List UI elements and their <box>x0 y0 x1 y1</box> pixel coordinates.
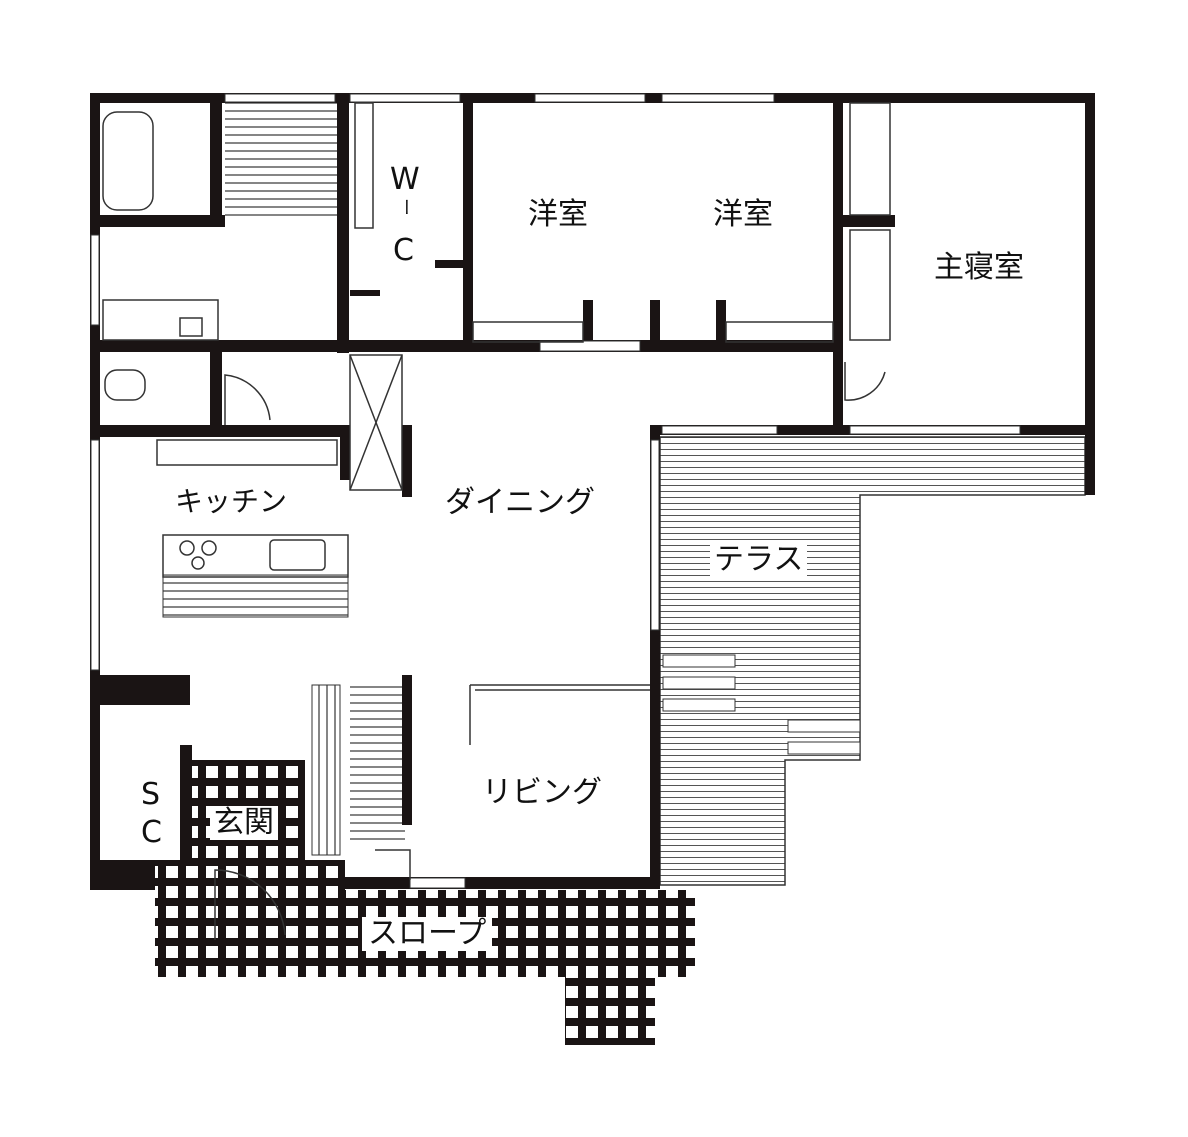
western-room-2-label: 洋室 <box>713 197 773 232</box>
wic-label-w: W <box>390 162 420 197</box>
slope-grid <box>155 760 695 1045</box>
entry-door-icon <box>214 869 286 940</box>
kitchen-label: キッチン <box>175 485 288 518</box>
sc-label-c: C <box>137 816 166 850</box>
shoe-cabinet <box>311 684 341 856</box>
terrace-label: テラス <box>710 543 808 577</box>
slope-label: スロープ <box>362 917 493 951</box>
kitchen-island <box>162 534 349 578</box>
wic-label-c: C <box>393 233 414 268</box>
kitchen-counter <box>162 574 349 618</box>
stairs-living <box>350 685 405 845</box>
master-bedroom-label: 主寝室 <box>934 250 1024 285</box>
wic-label-dash: ー <box>395 198 416 216</box>
toilet-icon <box>104 369 146 401</box>
windows <box>90 93 1021 889</box>
dining-label: ダイニング <box>445 485 595 520</box>
washbasin-icon <box>102 299 219 341</box>
bathtub-icon <box>102 111 154 211</box>
door-swing-icon <box>224 374 271 425</box>
sc-label-s: S <box>137 778 165 812</box>
stove-icon <box>179 540 195 556</box>
living-label: リビング <box>482 775 602 810</box>
sink-icon <box>269 539 326 571</box>
pantry-icon <box>349 354 403 491</box>
stairs-top <box>225 100 337 218</box>
western-room-1-label: 洋室 <box>528 197 588 232</box>
entrance-label: 玄関 <box>210 806 278 840</box>
door-swing-icon <box>844 362 886 401</box>
terrace-deck <box>659 436 1086 886</box>
